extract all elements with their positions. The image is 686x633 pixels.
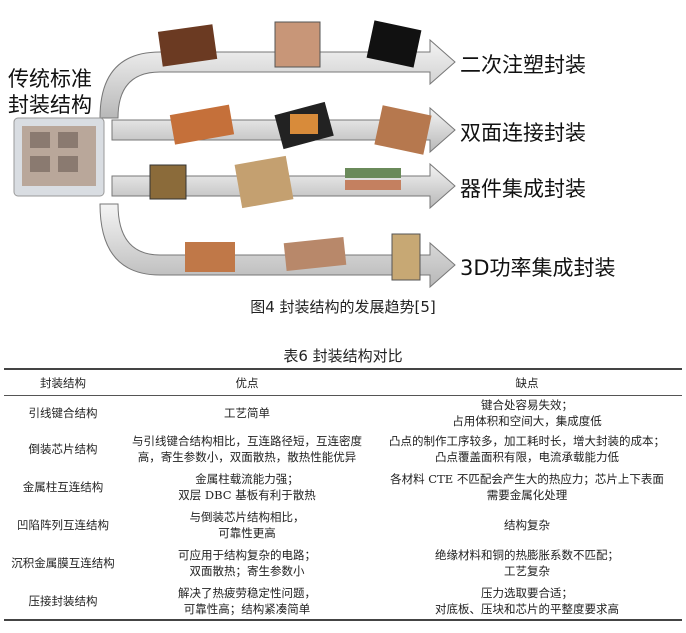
header-structure: 封装结构	[4, 369, 122, 396]
cons-line: 工艺复杂	[504, 564, 550, 578]
pros-line: 可应用于结构复杂的电路；	[178, 548, 316, 562]
cell-pros: 与倒装芯片结构相比， 可靠性更高	[122, 506, 372, 544]
pros-line: 高，寄生参数小，双面散热，散热性能优异	[137, 450, 357, 464]
cell-cons: 绝缘材料和铜的热膨胀系数不匹配； 工艺复杂	[372, 544, 682, 582]
pros-line: 可靠性高；结构紧凑简单	[183, 601, 311, 616]
cell-structure: 凹陷阵列互连结构	[17, 518, 109, 532]
cons-line: 占用体积和空间大，集成度低	[452, 414, 602, 428]
pros-line: 可靠性更高	[218, 526, 276, 540]
cell-structure: 压接封装结构	[28, 593, 98, 608]
cell-pros: 工艺简单	[122, 396, 372, 431]
cell-structure: 沉积金属膜互连结构	[11, 556, 115, 570]
cell-pros: 可应用于结构复杂的电路； 双面散热；寄生参数小	[122, 544, 372, 582]
legacy-label-line2: 封装结构	[8, 93, 92, 117]
packaging-trend-figure: 传统标准 封装结构 二次注塑封装 双面连接封装 器件集成封装 3D功率集成封装	[0, 0, 686, 292]
header-cons: 缺点	[372, 369, 682, 396]
figure-caption: 图4 封装结构的发展趋势[5]	[250, 298, 436, 316]
target-label-double-side: 双面连接封装	[460, 121, 586, 145]
cell-pros: 金属柱载流能力强； 双层 DBC 基板有利于散热	[122, 468, 372, 506]
cell-cons: 结构复杂	[372, 506, 682, 544]
cons-line: 需要金属化处理	[486, 488, 568, 502]
cons-line: 绝缘材料和铜的热膨胀系数不匹配；	[435, 548, 619, 562]
target-label-injection: 二次注塑封装	[460, 53, 586, 77]
pros-line: 解决了热疲劳稳定性问题，	[178, 585, 316, 600]
pros-line: 与倒装芯片结构相比，	[189, 510, 305, 524]
cell-cons: 键合处容易失效； 占用体积和空间大，集成度低	[372, 396, 682, 431]
pros-line: 与引线键合结构相比，互连路径短，互连密度	[132, 434, 362, 448]
cons-line: 结构复杂	[504, 518, 550, 532]
header-pros: 优点	[122, 369, 372, 396]
cell-structure: 倒装芯片结构	[28, 442, 98, 456]
cons-line: 对底板、压块和芯片的平整度要求高	[435, 601, 619, 616]
table-title: 表6 封装结构对比	[283, 347, 403, 365]
table-row: 沉积金属膜互连结构 可应用于结构复杂的电路； 双面散热；寄生参数小 绝缘材料和铜的热膨…	[4, 544, 682, 582]
comparison-table: 封装结构 优点 缺点 引线键合结构 工艺简单 键合处容易失效； 占用体积和空间大，集成…	[4, 368, 682, 621]
table-row: 引线键合结构 工艺简单 键合处容易失效； 占用体积和空间大，集成度低	[4, 396, 682, 431]
target-label-integration: 器件集成封装	[460, 177, 586, 201]
legacy-module-image	[13, 117, 105, 197]
cons-line: 键合处容易失效；	[481, 398, 573, 412]
cell-structure: 引线键合结构	[28, 406, 98, 420]
pros-line: 双面散热；寄生参数小	[189, 564, 305, 578]
pros-line: 金属柱载流能力强；	[195, 472, 299, 486]
pros-line: 工艺简单	[224, 406, 270, 420]
legacy-package-label: 传统标准 封装结构	[8, 66, 92, 118]
cons-line: 压力选取要合适；	[481, 585, 573, 600]
cell-pros: 解决了热疲劳稳定性问题，可靠性高；结构紧凑简单	[122, 582, 372, 620]
pros-line: 双层 DBC 基板有利于散热	[178, 488, 316, 502]
table-header-row: 封装结构 优点 缺点	[4, 369, 682, 396]
cell-pros: 与引线键合结构相比，互连路径短，互连密度高，寄生参数小，双面散热，散热性能优异	[122, 430, 372, 468]
cons-line: 凸点的制作工序较多，加工耗时长，增大封装的成本；	[389, 434, 665, 448]
cell-cons: 凸点的制作工序较多，加工耗时长，增大封装的成本； 凸点覆盖面积有限，电流承载能力低	[372, 430, 682, 468]
target-label-3d: 3D功率集成封装	[460, 256, 616, 280]
cell-cons: 各材料 CTE 不匹配会产生大的热应力；芯片上下表面需要金属化处理	[372, 468, 682, 506]
cons-line: 各材料 CTE 不匹配会产生大的热应力；芯片上下表面	[390, 472, 664, 486]
figure-graphic	[13, 20, 456, 289]
table-row: 压接封装结构解决了热疲劳稳定性问题，可靠性高；结构紧凑简单压力选取要合适；对底板…	[4, 582, 682, 620]
cell-cons: 压力选取要合适；对底板、压块和芯片的平整度要求高	[372, 582, 682, 620]
cons-line: 凸点覆盖面积有限，电流承载能力低	[435, 450, 619, 464]
cell-structure: 金属柱互连结构	[22, 480, 104, 494]
table-row: 凹陷阵列互连结构 与倒装芯片结构相比， 可靠性更高 结构复杂	[4, 506, 682, 544]
package-images	[149, 20, 432, 281]
legacy-label-line1: 传统标准	[8, 67, 92, 91]
table-row: 倒装芯片结构 与引线键合结构相比，互连路径短，互连密度高，寄生参数小，双面散热，散…	[4, 430, 682, 468]
table-row: 金属柱互连结构 金属柱载流能力强； 双层 DBC 基板有利于散热 各材料 CTE 不匹…	[4, 468, 682, 506]
